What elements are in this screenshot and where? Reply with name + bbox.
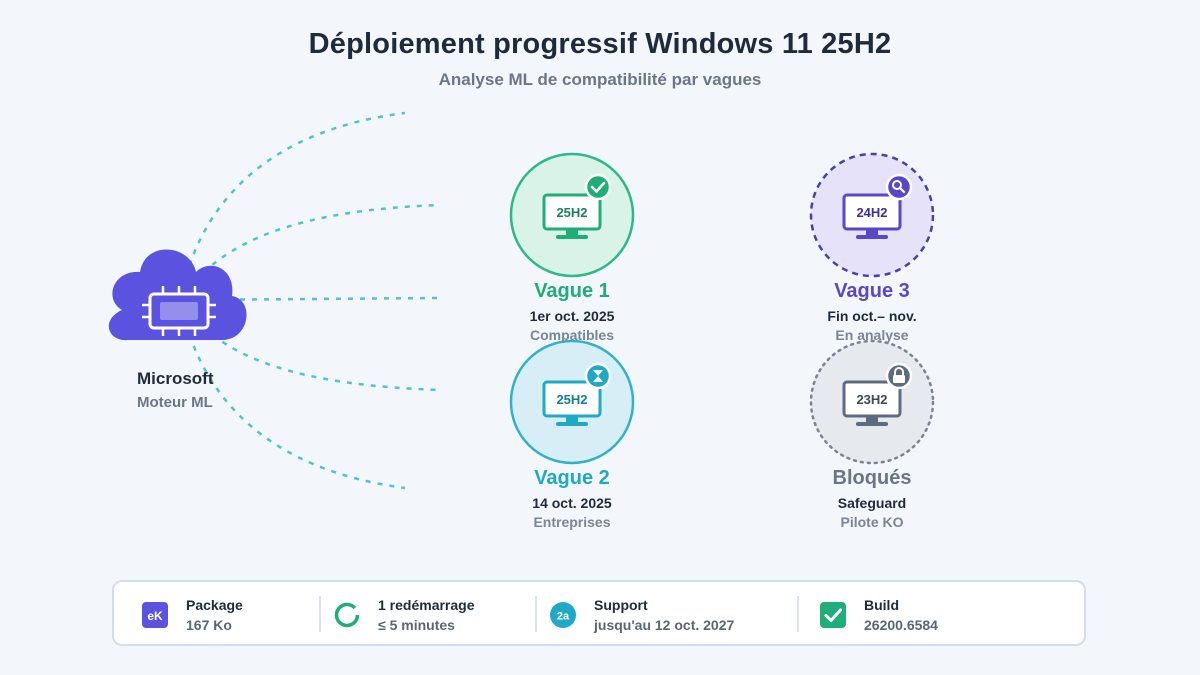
lock-icon: [885, 362, 913, 390]
wave-name: Vague 2: [534, 467, 610, 489]
wave-2-caption: Vague 2 14 oct. 2025 Entreprises: [452, 467, 692, 530]
footer-label: Build: [864, 597, 899, 613]
version-label: 25H2: [556, 392, 587, 407]
wave-date: 1er oct. 2025: [529, 308, 615, 324]
wave-date: 14 oct. 2025: [532, 495, 612, 511]
svg-text:eK: eK: [147, 609, 163, 623]
wave-3-caption: Vague 3 Fin oct.– nov. En analyse: [752, 280, 992, 343]
footer-label: 1 redémarrage: [378, 597, 475, 613]
footer-label: Support: [594, 597, 648, 613]
divider: [797, 596, 799, 632]
wave-2-node: 25H2: [509, 339, 635, 465]
footer-value: 167 Ko: [186, 617, 232, 633]
footer-value: 26200.6584: [864, 617, 938, 633]
build-check-icon: [820, 602, 846, 628]
version-label: 24H2: [856, 205, 887, 220]
wave-description: Entreprises: [533, 514, 611, 530]
page-title: Déploiement progressif Windows 11 25H2: [308, 28, 892, 60]
wave-description: Compatibles: [529, 327, 614, 343]
restart-icon: [334, 602, 360, 628]
monitor-icon: 25H2: [542, 193, 602, 239]
monitor-icon: 23H2: [842, 380, 902, 426]
source-title: Microsoft: [137, 369, 214, 388]
monitor-icon: 24H2: [842, 193, 902, 239]
svg-text:2a: 2a: [557, 611, 570, 623]
wave-date: Safeguard: [837, 495, 907, 511]
wave-name: Vague 1: [534, 280, 610, 302]
blocked-node: 23H2: [809, 339, 935, 465]
search-icon: [885, 173, 913, 201]
wave-1-caption: Vague 1 1er oct. 2025 Compatibles: [452, 280, 692, 343]
page-subtitle: Analyse ML de compatibilité par vagues: [438, 70, 762, 89]
wave-date: Fin oct.– nov.: [827, 308, 917, 324]
hourglass-icon: [584, 362, 612, 390]
wave-3-node: 24H2: [809, 152, 935, 278]
divider: [319, 596, 321, 632]
footer-value: jusqu'au 12 oct. 2027: [594, 617, 735, 633]
wave-description: En analyse: [835, 327, 909, 343]
version-label: 23H2: [856, 392, 887, 407]
check-icon: [584, 173, 612, 201]
cloud-chip-icon: [108, 249, 247, 341]
blocked-caption: Bloqués Safeguard Pilote KO: [752, 467, 992, 530]
wave-description: Pilote KO: [840, 514, 904, 530]
wave-name: Bloqués: [832, 467, 912, 489]
package-icon: eK: [142, 602, 168, 628]
divider: [535, 596, 537, 632]
footer-value: ≤ 5 minutes: [378, 617, 455, 633]
wave-name: Vague 3: [834, 280, 910, 302]
support-icon: 2a: [550, 602, 576, 628]
info-footer: eK Package 167 Ko 1 redémarrage ≤ 5 minu…: [112, 580, 1086, 646]
monitor-icon: 25H2: [542, 380, 602, 426]
version-label: 25H2: [556, 205, 587, 220]
footer-label: Package: [186, 597, 243, 613]
wave-1-node: 25H2: [509, 152, 635, 278]
source-subtitle: Moteur ML: [137, 394, 213, 411]
